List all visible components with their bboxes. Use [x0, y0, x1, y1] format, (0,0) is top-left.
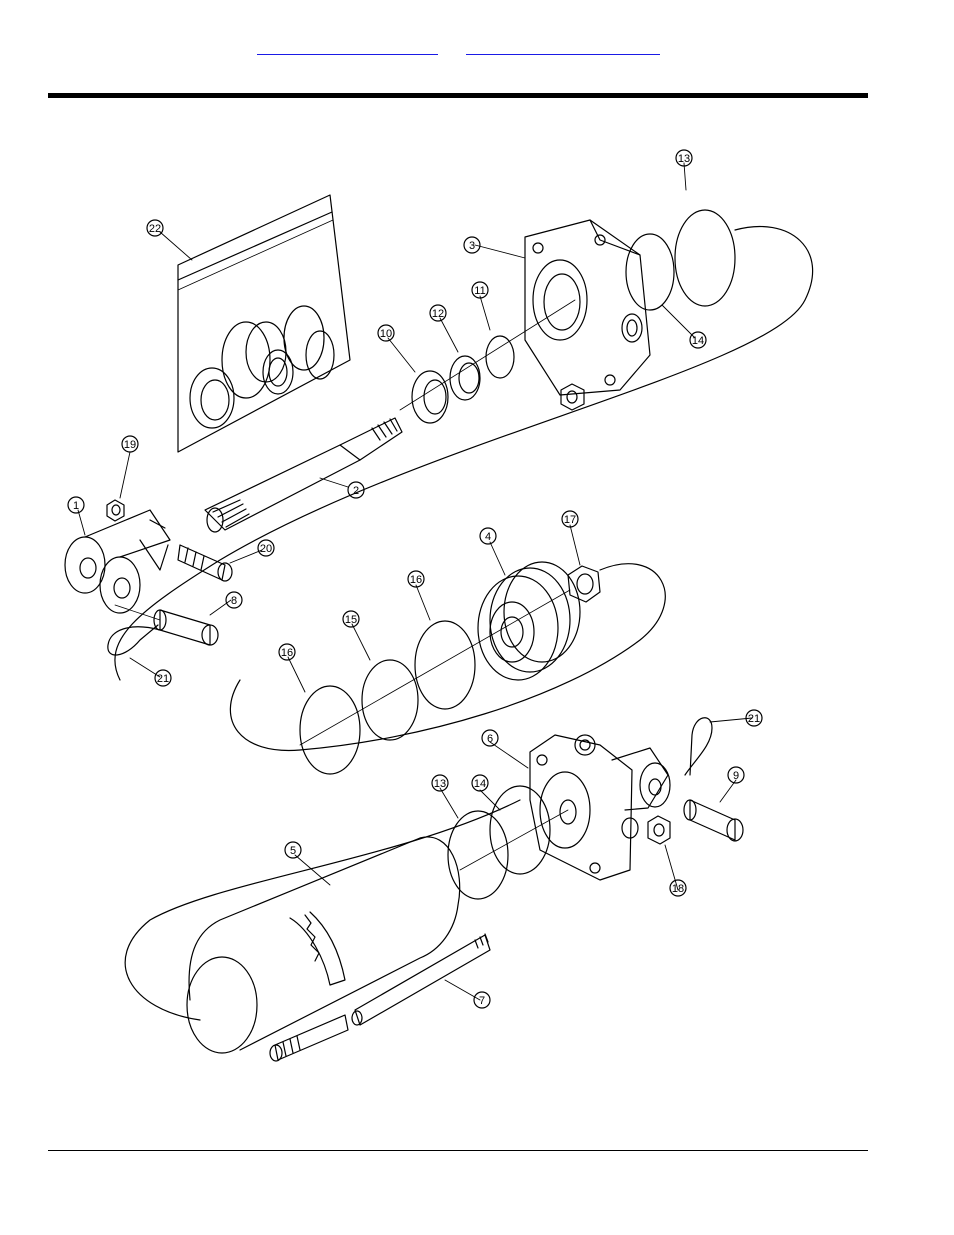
axis-line-middle: [300, 590, 570, 745]
callout-1: 1: [73, 500, 79, 512]
wiper-10: [412, 371, 448, 423]
o-ring-11: [486, 336, 514, 378]
callout-3: 3: [469, 240, 475, 252]
hair-pin-21-right: [685, 718, 712, 775]
guide-loop-top: [115, 226, 813, 680]
o-ring-13-top: [675, 210, 735, 306]
rod-clevis: [65, 510, 170, 613]
bolt-20: [178, 545, 232, 581]
tie-rods: [270, 934, 490, 1061]
callout-9: 9: [733, 770, 739, 782]
callout-16-right: 16: [410, 574, 422, 586]
base-end-cap: [530, 735, 670, 880]
axis-line-top: [400, 300, 575, 410]
callout-14-top: 14: [692, 335, 704, 347]
callout-21-left: 21: [157, 673, 169, 685]
callout-18: 18: [672, 883, 684, 895]
callout-11: 11: [474, 285, 485, 297]
callout-2: 2: [353, 485, 359, 497]
callout-7: 7: [479, 995, 485, 1007]
callout-6: 6: [487, 733, 493, 745]
jam-nut-19: [107, 500, 124, 521]
clevis-pin-8: [154, 610, 218, 645]
callout-17: 17: [564, 514, 576, 526]
callout-10: 10: [380, 328, 392, 340]
rod-end-cap: [525, 220, 650, 395]
o-ring-14-top: [626, 234, 674, 310]
callout-5: 5: [290, 845, 296, 857]
ring-16-right: [415, 621, 475, 709]
callout-13-top: 13: [678, 153, 690, 165]
guide-loop-bottom: [125, 800, 520, 1020]
clevis-pin-9: [684, 800, 743, 841]
callout-19: 19: [124, 439, 136, 451]
callout-22: 22: [149, 223, 161, 235]
callout-labels: 22 3 13 14 11 12 10 2 19 1 20 8 21 17 4 …: [73, 153, 760, 1007]
piston-rod: [205, 418, 402, 532]
callout-8: 8: [231, 595, 237, 607]
o-ring-15: [362, 660, 418, 740]
callout-15: 15: [345, 614, 357, 626]
nut-18: [648, 816, 670, 844]
callout-13-bottom: 13: [434, 778, 446, 790]
piston: [478, 562, 580, 680]
o-ring-14-bottom: [490, 786, 550, 874]
o-ring-13-bottom: [448, 811, 508, 899]
ring-16-left: [300, 686, 360, 774]
callout-20: 20: [260, 543, 272, 555]
callout-4: 4: [485, 531, 491, 543]
cap-nut: [561, 384, 584, 410]
seal-kit-bag: [178, 195, 350, 452]
callout-21-right: 21: [748, 713, 760, 725]
piston-nut-17: [568, 566, 600, 602]
cylinder-barrel: [187, 837, 460, 1053]
callout-16-left: 16: [281, 647, 293, 659]
callout-14-bottom: 14: [474, 778, 486, 790]
callout-12: 12: [432, 308, 444, 320]
